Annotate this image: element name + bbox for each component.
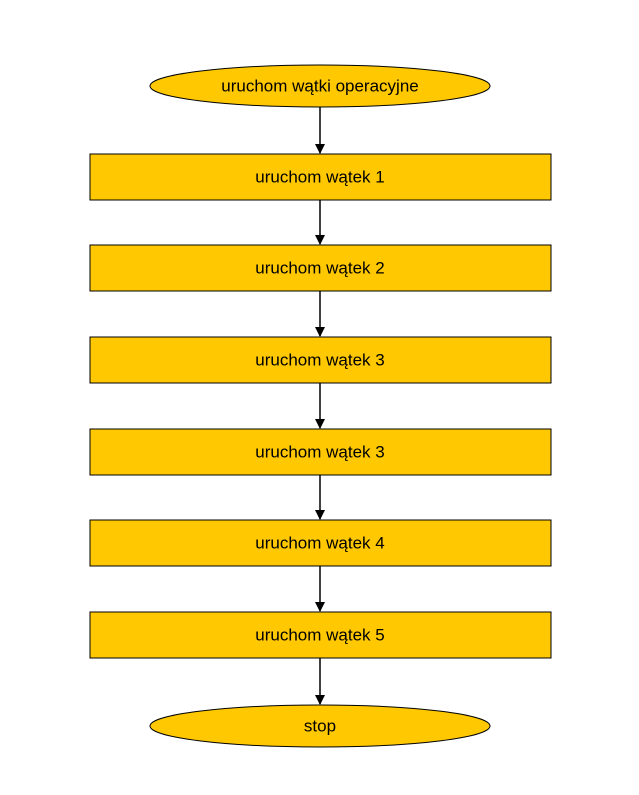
process-step-5: uruchom wątek 4 <box>89 519 552 567</box>
process-step-6: uruchom wątek 5 <box>89 611 552 659</box>
start-node: uruchom wątki operacyjne <box>149 64 491 108</box>
process-label: uruchom wątek 3 <box>255 443 384 462</box>
start-label: uruchom wątki operacyjne <box>221 77 418 96</box>
process-box <box>89 519 552 567</box>
process-box <box>89 153 552 201</box>
end-label: stop <box>304 717 336 736</box>
process-box <box>89 428 552 476</box>
process-box <box>89 336 552 384</box>
process-step-4: uruchom wątek 3 <box>89 428 552 476</box>
process-label: uruchom wątek 5 <box>255 626 384 645</box>
process-step-1: uruchom wątek 1 <box>89 153 552 201</box>
process-step-3: uruchom wątek 3 <box>89 336 552 384</box>
process-label: uruchom wątek 4 <box>255 534 384 553</box>
start-ellipse <box>149 64 491 108</box>
process-box <box>89 611 552 659</box>
end-ellipse <box>149 704 491 748</box>
process-label: uruchom wątek 1 <box>255 168 384 187</box>
process-box <box>89 244 552 292</box>
process-label: uruchom wątek 3 <box>255 351 384 370</box>
process-label: uruchom wątek 2 <box>255 259 384 278</box>
end-node: stop <box>149 704 491 748</box>
process-step-2: uruchom wątek 2 <box>89 244 552 292</box>
